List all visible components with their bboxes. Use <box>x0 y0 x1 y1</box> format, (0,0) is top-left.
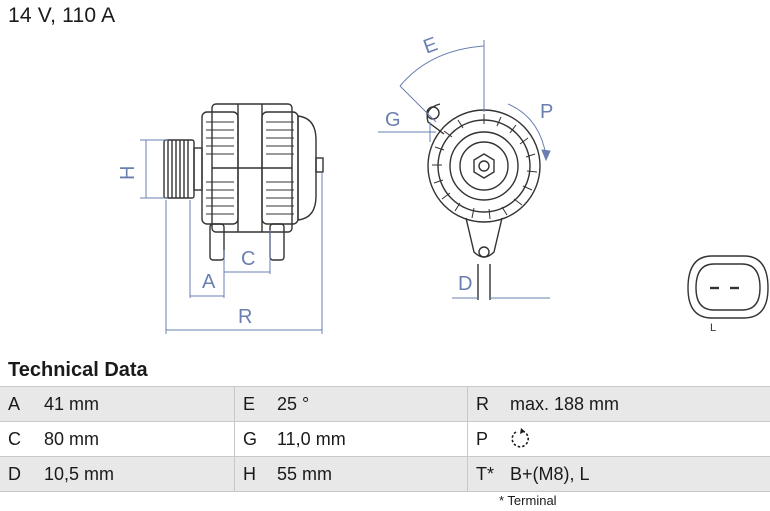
spec-key: T* <box>467 456 510 492</box>
page-title: 14 V, 110 A <box>8 4 116 27</box>
table-row: D 10,5 mm H 55 mm T* B+(M8), L <box>0 456 770 492</box>
spec-value: 55 mm <box>277 456 468 492</box>
terminal-footnote: * Terminal <box>499 493 557 508</box>
dimension-label-e: E <box>421 33 441 58</box>
dimension-label-d: D <box>458 273 472 295</box>
technical-data-table: A 41 mm E 25 ° R max. 188 mm C 80 mm G 1… <box>0 386 770 492</box>
connector-label-l: L <box>710 322 716 334</box>
table-row: C 80 mm G 11,0 mm P <box>0 421 770 457</box>
clockwise-rotation-icon <box>511 428 529 448</box>
side-view-dimensions <box>140 139 323 334</box>
spec-key: H <box>234 456 277 492</box>
spec-value-rotation <box>510 421 770 457</box>
dimension-label-g: G <box>385 109 401 131</box>
spec-value: 11,0 mm <box>277 421 468 457</box>
section-title: Technical Data <box>8 359 148 381</box>
spec-key: D <box>0 456 44 492</box>
spec-key: G <box>234 421 277 457</box>
spec-value: 10,5 mm <box>44 456 235 492</box>
plug-connector-drawing <box>687 255 769 319</box>
spec-key: A <box>0 386 44 422</box>
alternator-front-view <box>426 103 541 300</box>
dimension-label-c: C <box>241 248 255 270</box>
table-row: A 41 mm E 25 ° R max. 188 mm <box>0 386 770 422</box>
spec-key: C <box>0 421 44 457</box>
alternator-technical-drawing: H A C R <box>117 33 769 334</box>
front-view-dimensions <box>378 40 551 299</box>
spec-value: 25 ° <box>277 386 468 422</box>
spec-key: P <box>467 421 510 457</box>
spec-value: max. 188 mm <box>510 386 770 422</box>
spec-key: R <box>467 386 510 422</box>
dimension-label-r: R <box>238 306 252 328</box>
dimension-label-h: H <box>117 166 139 180</box>
alternator-side-view <box>163 103 324 261</box>
dimension-label-a: A <box>202 271 216 293</box>
dimension-label-p: P <box>540 101 553 123</box>
spec-value: 80 mm <box>44 421 235 457</box>
spec-value: B+(M8), L <box>510 456 770 492</box>
spec-key: E <box>234 386 277 422</box>
spec-value: 41 mm <box>44 386 235 422</box>
